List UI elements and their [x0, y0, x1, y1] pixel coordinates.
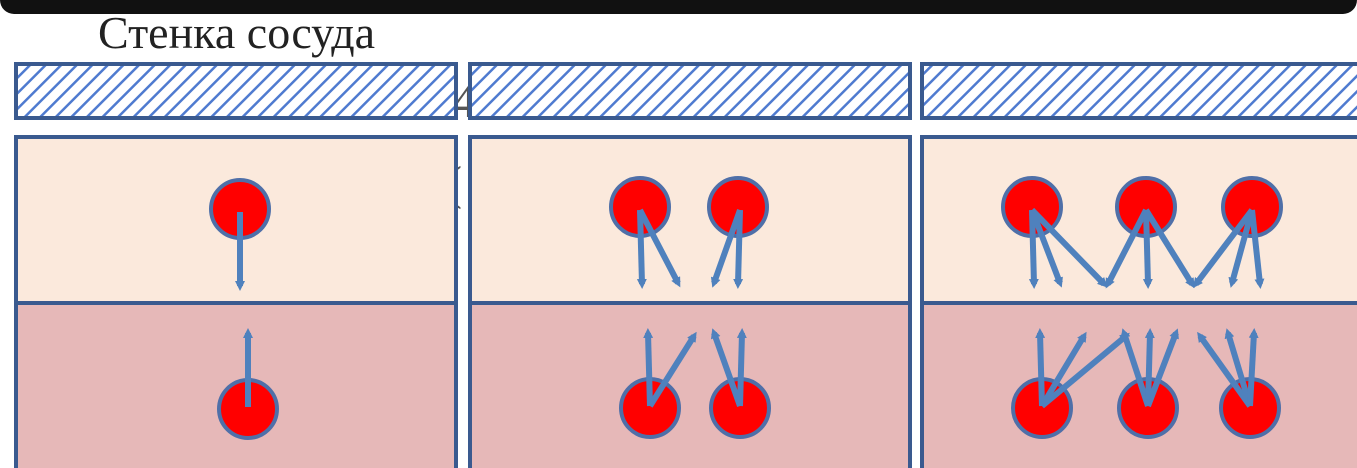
arrow: [736, 328, 747, 407]
panel-three-molecules: [920, 62, 1357, 468]
arrow: [1142, 209, 1153, 289]
arrow: [1029, 207, 1108, 288]
arrow: [1035, 328, 1046, 407]
vessel-wall-1: [14, 62, 458, 120]
panel-two-molecules: [468, 62, 912, 468]
arrow: [1224, 328, 1253, 407]
arrow: [1143, 208, 1195, 289]
arrow: [710, 208, 743, 288]
arrow: [1192, 208, 1255, 288]
arrow: [733, 209, 744, 289]
top-bar: [0, 0, 1357, 14]
arrow: [1040, 332, 1130, 409]
arrow: [1228, 209, 1255, 288]
arrow: [643, 328, 654, 407]
arrow: [710, 328, 743, 408]
panel-one-molecule: [14, 62, 458, 468]
arrow: [1105, 208, 1149, 289]
arrow: [1249, 209, 1265, 289]
arrow: [636, 209, 647, 289]
arrow: [1120, 328, 1151, 407]
arrow: [647, 331, 697, 408]
vessel-wall-3: [920, 62, 1357, 120]
upper-region-2: [468, 135, 912, 305]
arrow: [637, 208, 681, 288]
arrow: [1039, 331, 1087, 408]
arrow: [1145, 328, 1179, 408]
arrow: [1028, 209, 1039, 289]
arrow: [1247, 328, 1259, 407]
vessel-wall-2: [468, 62, 912, 120]
upper-region-3: [920, 135, 1357, 305]
lower-region-2: [468, 301, 912, 468]
arrow: [1197, 331, 1253, 408]
arrow: [1029, 208, 1063, 288]
arrow: [1144, 328, 1155, 407]
diagram-title: Стенка сосуда: [98, 7, 376, 58]
